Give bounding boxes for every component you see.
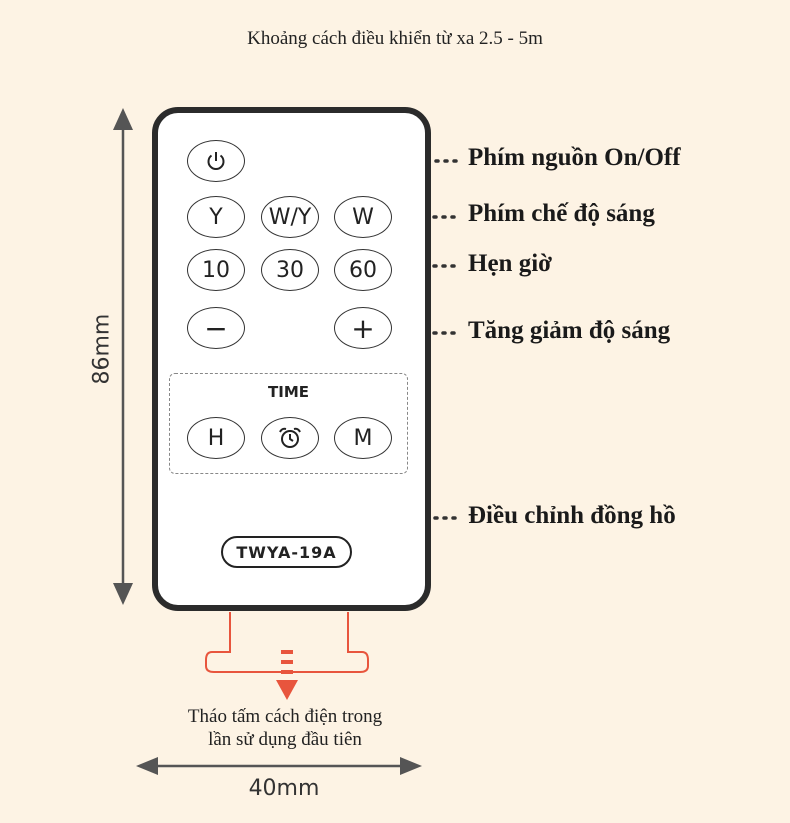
- power-button[interactable]: [187, 140, 245, 182]
- plus-icon: +: [351, 311, 375, 345]
- timer-60-button[interactable]: 60: [334, 249, 392, 291]
- pull-arrow-icon: [276, 680, 298, 700]
- note-line-1: Tháo tấm cách điện trong: [187, 706, 383, 727]
- distance-caption: Khoảng cách điều khiển từ xa 2.5 - 5m: [247, 28, 543, 49]
- width-label: 40mm: [248, 776, 320, 801]
- label-brightness: Tăng giảm độ sáng: [468, 317, 671, 344]
- label-power: Phím nguồn On/Off: [468, 144, 681, 171]
- brightness-up-button[interactable]: +: [334, 307, 392, 349]
- button-label: W: [352, 204, 374, 230]
- label-timer: Hẹn giờ: [468, 250, 552, 277]
- mixed-light-button[interactable]: W/Y: [261, 196, 319, 238]
- button-label: H: [207, 425, 225, 451]
- white-light-button[interactable]: W: [334, 196, 392, 238]
- button-label: 60: [349, 257, 377, 283]
- label-mode: Phím chế độ sáng: [468, 200, 655, 227]
- hour-button[interactable]: H: [187, 417, 245, 459]
- timer-30-button[interactable]: 30: [261, 249, 319, 291]
- warm-light-button[interactable]: Y: [187, 196, 245, 238]
- brightness-down-button[interactable]: −: [187, 307, 245, 349]
- minus-icon: −: [204, 311, 228, 345]
- remote-body: [152, 107, 431, 611]
- insulation-note: Tháo tấm cách điện trong lần sử dụng đầu…: [140, 705, 430, 751]
- button-label: M: [353, 425, 373, 451]
- button-label: Y: [209, 204, 223, 230]
- timer-10-button[interactable]: 10: [187, 249, 245, 291]
- button-label: 10: [202, 257, 230, 283]
- time-label: TIME: [268, 383, 309, 401]
- height-dimension-arrow: [113, 108, 133, 605]
- time-section: [169, 373, 408, 474]
- minute-button[interactable]: M: [334, 417, 392, 459]
- label-clock: Điều chỉnh đồng hồ: [468, 502, 676, 529]
- width-dimension-arrow: [136, 757, 422, 775]
- button-label: 30: [276, 257, 304, 283]
- alarm-button[interactable]: [261, 417, 319, 459]
- insulation-tab: [205, 612, 369, 700]
- power-icon: [207, 152, 225, 170]
- note-line-2: lần sử dụng đầu tiên: [208, 729, 362, 750]
- alarm-clock-icon: [279, 427, 301, 448]
- height-label: 86mm: [89, 313, 115, 385]
- model-badge: TWYA-19A: [221, 536, 352, 568]
- button-label: W/Y: [268, 204, 312, 230]
